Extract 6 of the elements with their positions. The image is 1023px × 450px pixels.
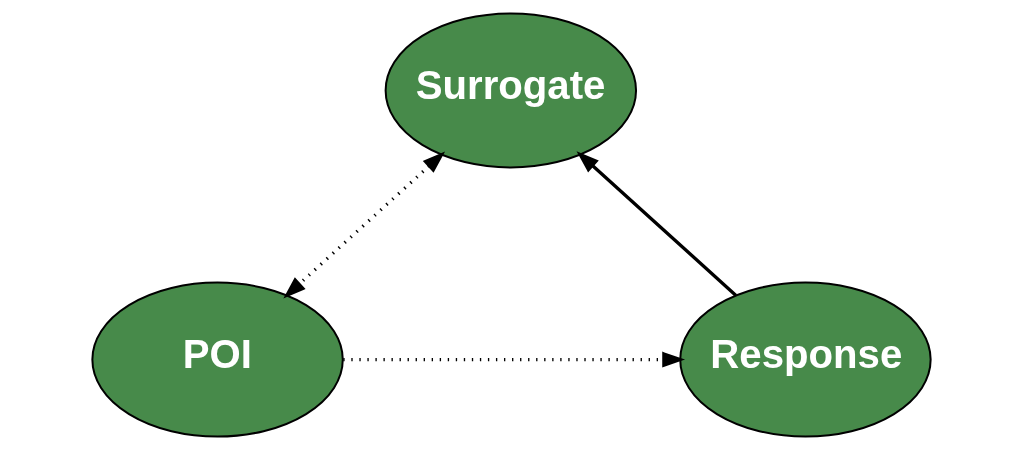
node-ellipse: Response: [679, 281, 932, 438]
arrow: [283, 151, 446, 299]
node-ellipse: Surrogate: [384, 12, 638, 169]
node-ellipse: POI: [91, 281, 344, 438]
arrow: [576, 151, 738, 297]
arrow: [343, 351, 686, 368]
